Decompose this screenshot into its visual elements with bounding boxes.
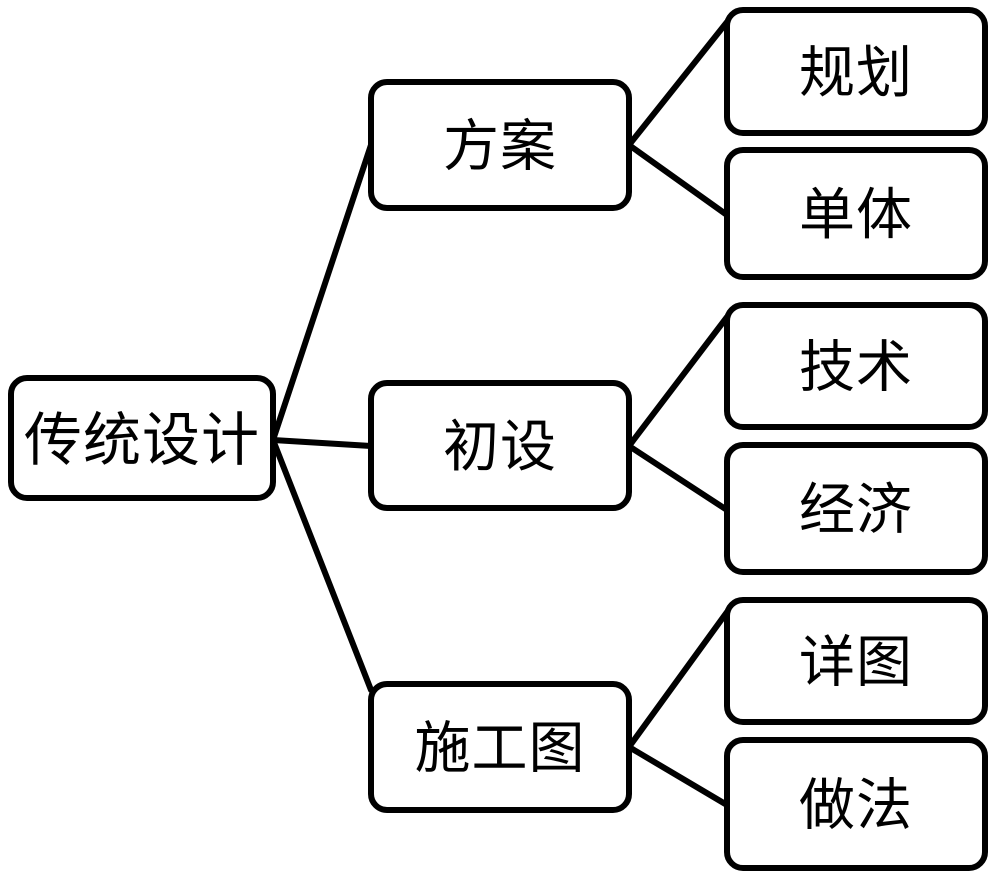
node-box-leaf-4[interactable]: [724, 442, 988, 575]
node-leaf-4[interactable]: 经济: [724, 442, 988, 575]
connectors-layer: [270, 19, 730, 808]
connector-branch-2-to-leaf-2: [626, 443, 730, 513]
node-leaf-6[interactable]: 做法: [724, 737, 988, 871]
connector-root-to-branch-1: [270, 142, 374, 443]
node-leaf-3[interactable]: 技术: [724, 302, 988, 430]
node-leaf-5[interactable]: 详图: [724, 597, 988, 725]
node-label-leaf-1: 规划: [799, 41, 913, 106]
node-leaf-1[interactable]: 规划: [724, 7, 988, 136]
node-label-leaf-4: 经济: [799, 478, 913, 543]
node-box-leaf-6[interactable]: [724, 737, 988, 871]
node-box-leaf-3[interactable]: [724, 302, 988, 430]
node-box-branch-1[interactable]: [368, 79, 632, 211]
node-box-branch-2[interactable]: [368, 380, 632, 511]
connector-branch-1-to-leaf-2: [626, 142, 730, 218]
node-label-leaf-2: 单体: [799, 183, 913, 248]
connector-branch-1-to-leaf-1: [626, 19, 730, 148]
node-box-leaf-1[interactable]: [724, 7, 988, 136]
connector-branch-2-to-leaf-1: [626, 314, 730, 449]
connector-root-to-branch-3: [270, 437, 374, 693]
node-label-branch-3: 施工图: [415, 717, 586, 782]
node-branch-3[interactable]: 施工图: [368, 681, 632, 813]
node-box-root[interactable]: [8, 375, 276, 501]
connector-branch-3-to-leaf-2: [626, 744, 730, 808]
node-label-branch-2: 初设: [443, 415, 557, 480]
node-box-branch-3[interactable]: [368, 681, 632, 813]
node-label-leaf-3: 技术: [799, 336, 913, 401]
node-leaf-2[interactable]: 单体: [724, 147, 988, 280]
node-label-leaf-6: 做法: [799, 774, 913, 839]
connector-branch-3-to-leaf-1: [626, 609, 730, 750]
node-root[interactable]: 传统设计: [8, 375, 276, 501]
node-box-leaf-2[interactable]: [724, 147, 988, 280]
node-label-leaf-5: 详图: [799, 631, 913, 696]
node-box-leaf-5[interactable]: [724, 597, 988, 725]
node-branch-2[interactable]: 初设: [368, 380, 632, 511]
connector-root-to-branch-2: [270, 437, 374, 449]
node-label-branch-1: 方案: [443, 115, 557, 180]
node-label-root: 传统设计: [24, 406, 260, 474]
node-branch-1[interactable]: 方案: [368, 79, 632, 211]
